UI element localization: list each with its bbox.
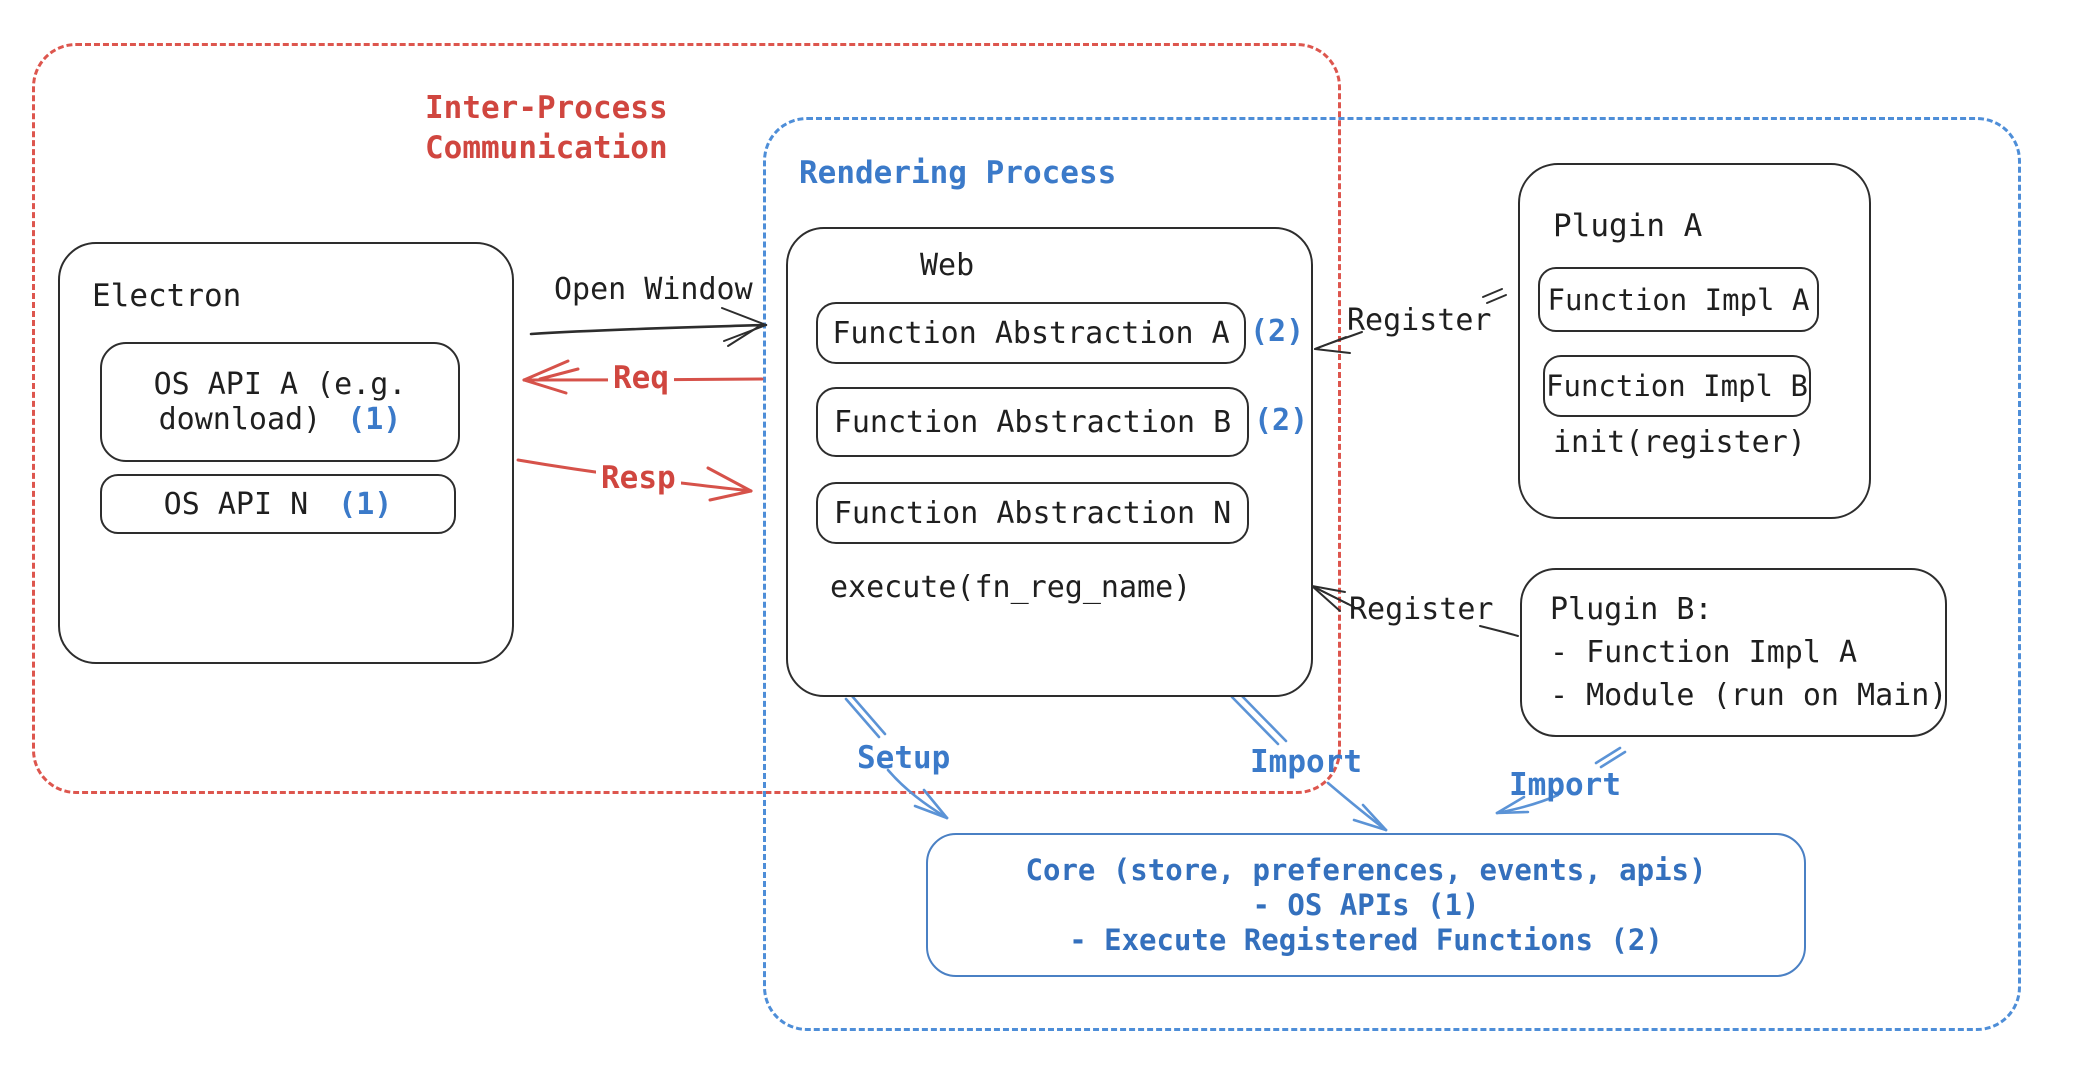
rendering-region-outline <box>763 117 2021 1031</box>
function-abstraction-n-box: Function Abstraction N <box>816 482 1249 544</box>
function-impl-b-label: Function Impl B <box>1546 369 1808 403</box>
function-abstraction-a-ref: (2) <box>1250 314 1305 349</box>
web-box <box>786 227 1313 697</box>
function-abstraction-b-ref: (2) <box>1254 403 1309 438</box>
rendering-region-label-text: Rendering Process <box>799 155 1117 191</box>
function-abstraction-n-label: Function Abstraction N <box>833 495 1232 531</box>
ipc-region-label-line1: Inter-Process <box>425 90 668 126</box>
plugin-a-box <box>1518 163 1871 519</box>
import-plugin-b-label: Import <box>1509 767 1621 803</box>
open-window-label: Open Window <box>550 272 757 307</box>
req-label: Req <box>608 360 674 396</box>
register-plugin-a-label: Register <box>1347 303 1492 338</box>
plugin-a-title: Plugin A <box>1553 208 1703 244</box>
function-abstraction-a-label: Function Abstraction A <box>832 315 1230 351</box>
resp-label: Resp <box>596 460 681 496</box>
plugin-b-box <box>1520 568 1947 737</box>
core-box: Core (store, preferences, events, apis) … <box>926 833 1806 977</box>
register-plugin-b-label: Register <box>1349 592 1494 627</box>
os-api-a-label-line1: OS API A (e.g. <box>153 367 407 402</box>
function-impl-b-box: Function Impl B <box>1543 355 1811 417</box>
plugin-b-line1: Plugin B: <box>1550 592 1713 627</box>
rendering-region-label: Rendering Process <box>799 153 1116 193</box>
function-abstraction-b-box: Function Abstraction B <box>816 387 1249 457</box>
execute-label: execute(fn_reg_name) <box>830 570 1192 605</box>
plugin-b-line3: - Module (run on Main) <box>1550 678 1948 713</box>
os-api-a-label-line2: download) <box>158 402 322 437</box>
import-core-label: Import <box>1250 744 1362 780</box>
plugin-b-text: Plugin B: - Function Impl A - Module (ru… <box>1550 588 1947 717</box>
os-api-a-ref: (1) <box>347 402 402 437</box>
plugin-b-line2: - Function Impl A <box>1550 635 1858 670</box>
os-api-n-ref: (1) <box>338 486 393 522</box>
web-title: Web <box>920 248 975 283</box>
ipc-region-label-line2: Communication <box>425 130 668 166</box>
init-register-label: init(register) <box>1553 425 1806 460</box>
electron-title: Electron <box>92 278 242 314</box>
core-line3: - Execute Registered Functions (2) <box>1069 922 1663 957</box>
core-line1: Core (store, preferences, events, apis) <box>1025 852 1707 887</box>
ipc-region-label: Inter-Process Communication <box>425 88 668 168</box>
function-abstraction-b-label: Function Abstraction B <box>833 404 1232 440</box>
core-line2: - OS APIs (1) <box>1252 887 1480 922</box>
ipc-region-outline <box>32 43 1341 794</box>
os-api-a-box: OS API A (e.g. download) (1) <box>100 342 460 462</box>
function-abstraction-a-box: Function Abstraction A <box>816 302 1246 364</box>
function-impl-a-box: Function Impl A <box>1538 267 1819 332</box>
os-api-n-label: OS API N <box>163 486 309 522</box>
os-api-n-box: OS API N (1) <box>100 474 456 534</box>
function-impl-a-label: Function Impl A <box>1547 282 1810 317</box>
setup-label: Setup <box>857 740 951 776</box>
